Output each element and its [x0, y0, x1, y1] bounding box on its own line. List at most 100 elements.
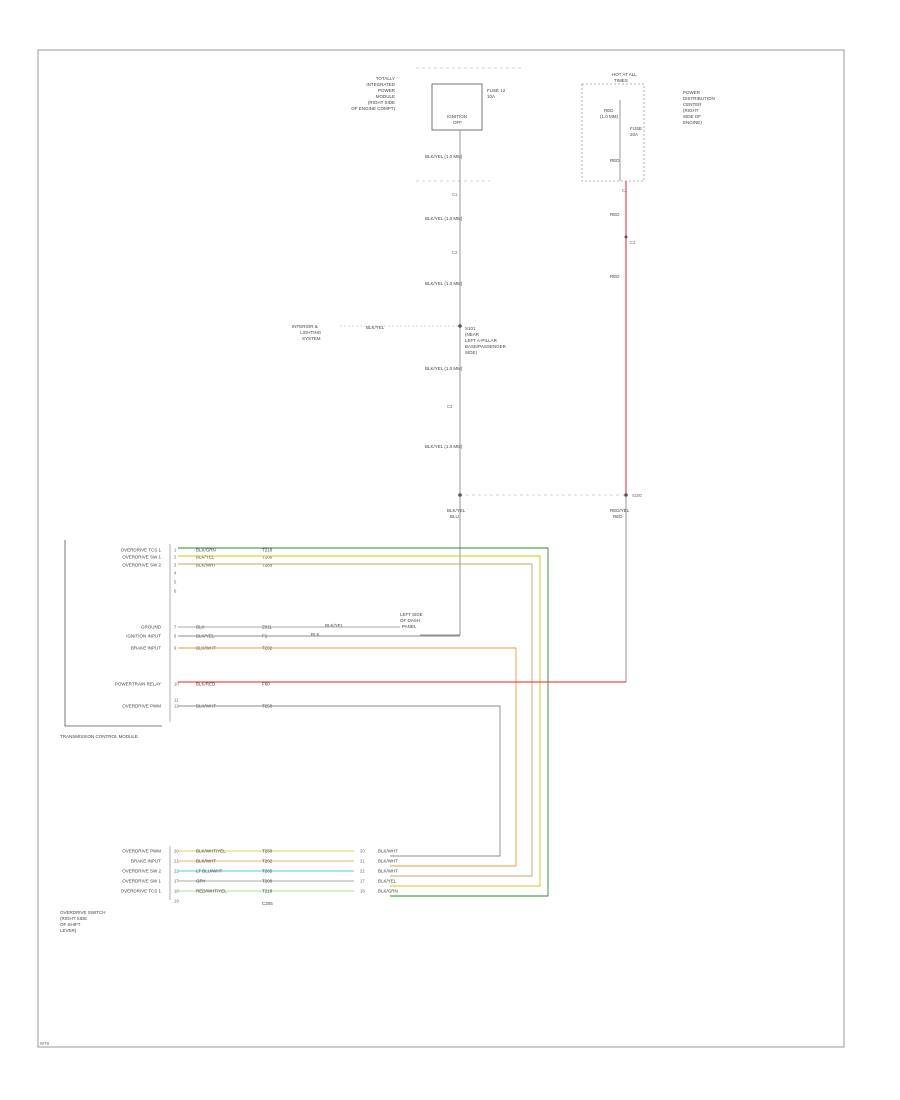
bottom-module-name-0: OVERDRIVE SWITCH: [60, 910, 106, 915]
ground-code-0: BLK/YEL: [325, 623, 344, 628]
top-left-description: TOTALLY INTEGRATED POWER MODULE (RIGHT S…: [351, 76, 395, 111]
run-pwm: [178, 705, 501, 857]
splice-left-code-0: BLK/YEL: [447, 508, 466, 513]
tl-desc-2: POWER: [378, 88, 396, 93]
top-pin-num: 10: [174, 682, 179, 687]
top-right-source: HOT AT ALL TIMES POWER DISTRIBUTION CENT…: [581, 72, 715, 182]
top-pin-color-code: BLK/YEL: [196, 555, 215, 560]
left-connector-c2: C2: [452, 250, 458, 255]
tl-desc-1: INTEGRATED: [366, 82, 395, 87]
top-pin-label: BRAKE INPUT: [131, 646, 161, 651]
top-pin-label: OVERDRIVE SW 2: [122, 563, 161, 568]
run-sw2: [178, 563, 533, 877]
top-pin-label: GROUND: [141, 625, 162, 630]
top-pin-num: 4: [174, 571, 177, 576]
top-pin-num: 12: [174, 704, 179, 709]
bottom-module-name-3: LEVER): [60, 928, 77, 933]
bottom-pin-num: 17: [174, 879, 179, 884]
interior-wire: BLK/YEL: [366, 325, 385, 330]
bottom-pin-num: 21: [174, 859, 179, 864]
bottom-pin-color-code: LT BLU/WHT: [196, 869, 223, 874]
bottom-pin-rcode: BLK/YEL: [378, 879, 397, 884]
tl-desc-4: (RIGHT SIDE: [368, 100, 395, 105]
splice-left-node: [458, 493, 462, 497]
run-sw1: [178, 555, 541, 887]
top-pin-circuit: T218: [262, 548, 273, 553]
top-pin-color-code: BLK/GRN: [196, 548, 216, 553]
bottom-pin-rcode: BLK/WHT: [378, 869, 398, 874]
bottom-module-name-1: (RIGHT SIDE: [60, 916, 87, 921]
bottom-pin-circuit: T250: [262, 849, 273, 854]
bottom-pin-rnum: 17: [360, 879, 365, 884]
bottom-pin-rnum: 22: [360, 869, 365, 874]
bottom-pin-rnum: 18: [360, 889, 365, 894]
top-pin-num: 3: [174, 563, 177, 568]
splice-node: [458, 324, 462, 328]
wire-runs: [178, 547, 626, 897]
ignition-box-label-0: IGNITION: [447, 114, 467, 119]
pdc-box: [581, 83, 645, 182]
bottom-pin-circuit: C205: [262, 901, 273, 906]
bottom-pin-num: 18: [174, 889, 179, 894]
run-tcs1: [178, 547, 549, 897]
bottom-pin-color-code: BLK/WHT/YEL: [196, 849, 226, 854]
top-pin-circuit: T200: [262, 555, 273, 560]
footer-ref-code: WTS: [40, 1041, 50, 1046]
pdc-title-0: HOT AT ALL: [612, 72, 637, 77]
pdc-desc-5: ENGINE): [683, 120, 702, 125]
module-bracket: [64, 540, 162, 727]
left-wire-code-2: BLK/YEL (1.0 MM): [425, 281, 463, 286]
bottom-pin-rnum: 21: [360, 859, 365, 864]
top-pin-num: 8: [174, 634, 177, 639]
left-connector-c3: C3: [447, 404, 453, 409]
fuse-label-1: 10A: [487, 94, 495, 99]
top-pin-num: 2: [174, 555, 177, 560]
top-pin-label: IGNITION INPUT: [126, 634, 161, 639]
top-pin-label: POWERTRAIN RELAY: [115, 682, 161, 687]
bottom-pin-rnum: 20: [360, 849, 365, 854]
right-connector-c4: C4: [630, 240, 636, 245]
bottom-pin-color-code: BLK/WHT: [196, 859, 216, 864]
splice-node-label: S100: [632, 493, 642, 498]
right-column: RED RED RED C1 C4: [610, 100, 636, 682]
pdc-wire-1: (1.0 MM): [600, 114, 619, 119]
ground-ref-1: OF DASH: [400, 618, 420, 623]
top-pin-circuit: F60: [262, 682, 270, 687]
pdc-fuse-1: 20A: [630, 132, 638, 137]
right-wire-code-0: RED: [610, 158, 620, 163]
bottom-pin-label: OVERDRIVE SW 2: [122, 869, 161, 874]
interior-label-0: INTERIOR &: [292, 324, 318, 329]
splice-2: LEFT A-PILLAR: [465, 338, 498, 343]
pdc-desc-4: SIDE OF: [683, 114, 701, 119]
top-pin-label: OVERDRIVE SW 1: [122, 555, 161, 560]
left-wire-code-0: BLK/YEL (1.0 MM): [425, 154, 463, 159]
bottom-splice: S100 BLK/YEL BLU RED/YEL RED: [447, 493, 642, 519]
splice-right-code-0: RED/YEL: [610, 508, 630, 513]
top-pin-num: 11: [174, 698, 179, 703]
pdc-desc-0: POWER: [683, 90, 701, 95]
splice-left-code-1: BLU: [450, 514, 459, 519]
bottom-pin-circuit: T265: [262, 869, 273, 874]
bottom-pin-num: 22: [174, 869, 179, 874]
interior-label-2: SYSTEM: [302, 336, 321, 341]
pdc-desc-3: (RIGHT: [683, 108, 699, 113]
ground-code-1: BLK: [311, 632, 320, 637]
fuse-label-0: FUSE 12: [487, 88, 506, 93]
left-wire-code-4: BLK/YEL (1.0 MM): [425, 444, 463, 449]
pdc-wire-0: RED: [604, 108, 614, 113]
pdc-title-1: TIMES: [614, 78, 628, 83]
bottom-pin-label: BRAKE INPUT: [131, 859, 161, 864]
left-connector-c1: C1: [452, 192, 458, 197]
right-connector-c1: C1: [622, 188, 628, 193]
top-left-source: TOTALLY INTEGRATED POWER MODULE (RIGHT S…: [351, 67, 523, 182]
bottom-module-name-2: OF SHIFT: [60, 922, 81, 927]
bottom-pin-rcode: BLK/WHT: [378, 859, 398, 864]
ground-ref-2: PANEL: [402, 624, 417, 629]
bottom-pin-rcode: BLK/WHT: [378, 849, 398, 854]
ignition-box: [431, 83, 483, 131]
